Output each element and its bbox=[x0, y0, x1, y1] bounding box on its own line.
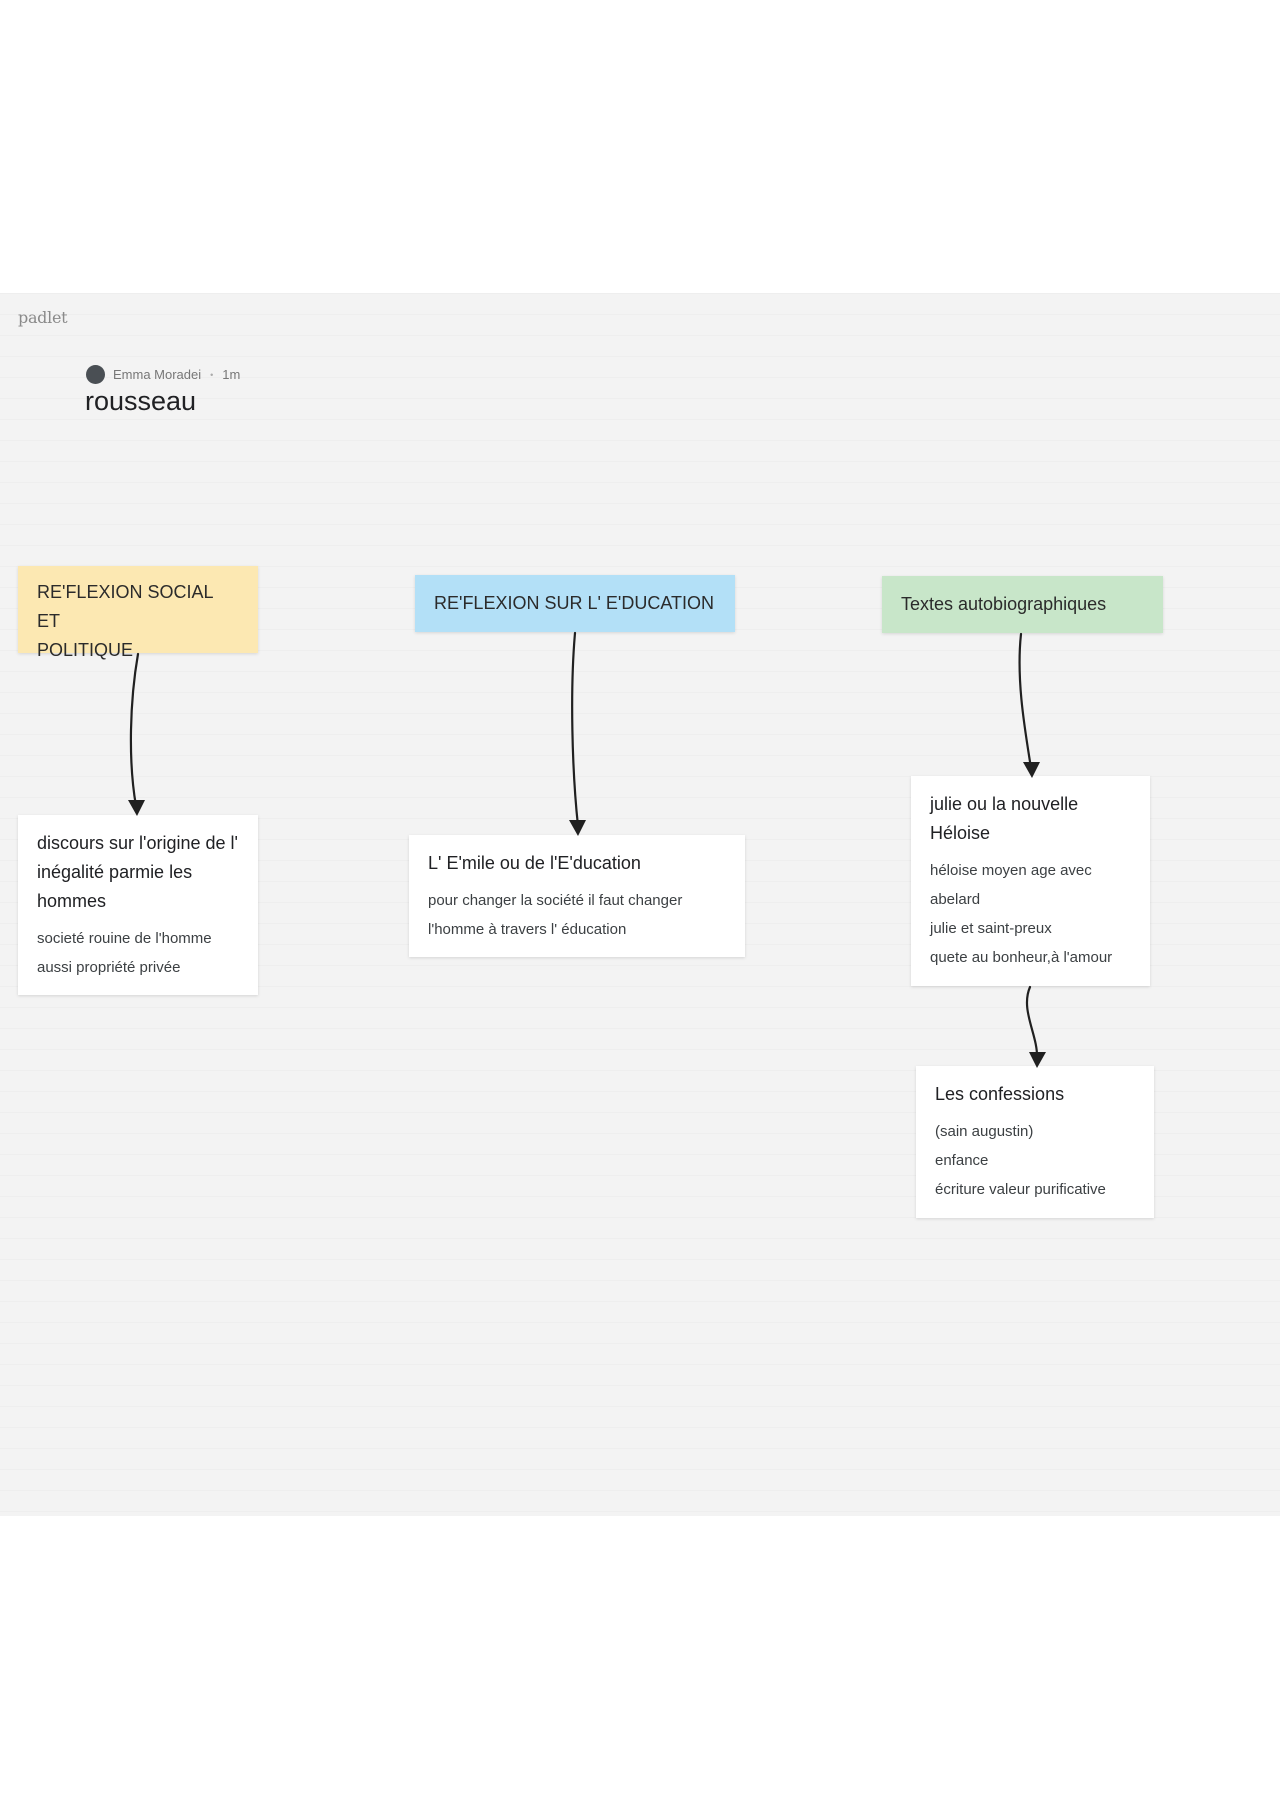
post-card-discours[interactable]: discours sur l'origine de l' inégalité p… bbox=[18, 815, 258, 995]
post-title: discours sur l'origine de l' inégalité p… bbox=[37, 833, 238, 911]
user-avatar-icon[interactable] bbox=[86, 365, 105, 384]
header-card-reflexion-social[interactable]: RE'FLEXION SOCIAL ET POLITIQUE bbox=[18, 566, 258, 660]
post-body: pour changer la société il faut changer … bbox=[428, 892, 683, 938]
header-label: RE'FLEXION SUR L' E'DUCATION bbox=[434, 593, 715, 613]
post-title: Les confessions bbox=[935, 1084, 1065, 1104]
post-card-julie[interactable]: julie ou la nouvelle Héloise héloise moy… bbox=[911, 776, 1150, 986]
post-title: L' E'mile ou de l'E'ducation bbox=[428, 853, 641, 873]
author-name: Emma Moradei bbox=[113, 367, 202, 382]
header-card-textes-autobiographiques[interactable]: Textes autobiographiques bbox=[882, 576, 1163, 633]
post-title: julie ou la nouvelle Héloise bbox=[930, 794, 1079, 843]
post-body: (sain augustin) enfance écriture valeur … bbox=[935, 1123, 1106, 1198]
author-row: Emma Moradei • 1m bbox=[86, 365, 240, 384]
header-label: Textes autobiographiques bbox=[901, 594, 1107, 614]
padlet-logo[interactable]: padlet bbox=[18, 308, 68, 327]
header-label: RE'FLEXION SOCIAL ET POLITIQUE bbox=[37, 582, 213, 660]
post-card-emile[interactable]: L' E'mile ou de l'E'ducation pour change… bbox=[409, 835, 745, 957]
post-body: societé rouine de l'homme aussi propriét… bbox=[37, 930, 212, 976]
post-time: 1m bbox=[222, 367, 241, 382]
post-card-confessions[interactable]: Les confessions (sain augustin) enfance … bbox=[916, 1066, 1154, 1218]
post-body: héloise moyen age avec abelard julie et … bbox=[930, 862, 1113, 966]
padlet-title: rousseau bbox=[85, 386, 197, 416]
header-card-reflexion-education[interactable]: RE'FLEXION SUR L' E'DUCATION bbox=[415, 575, 735, 632]
separator-dot: • bbox=[210, 369, 214, 380]
